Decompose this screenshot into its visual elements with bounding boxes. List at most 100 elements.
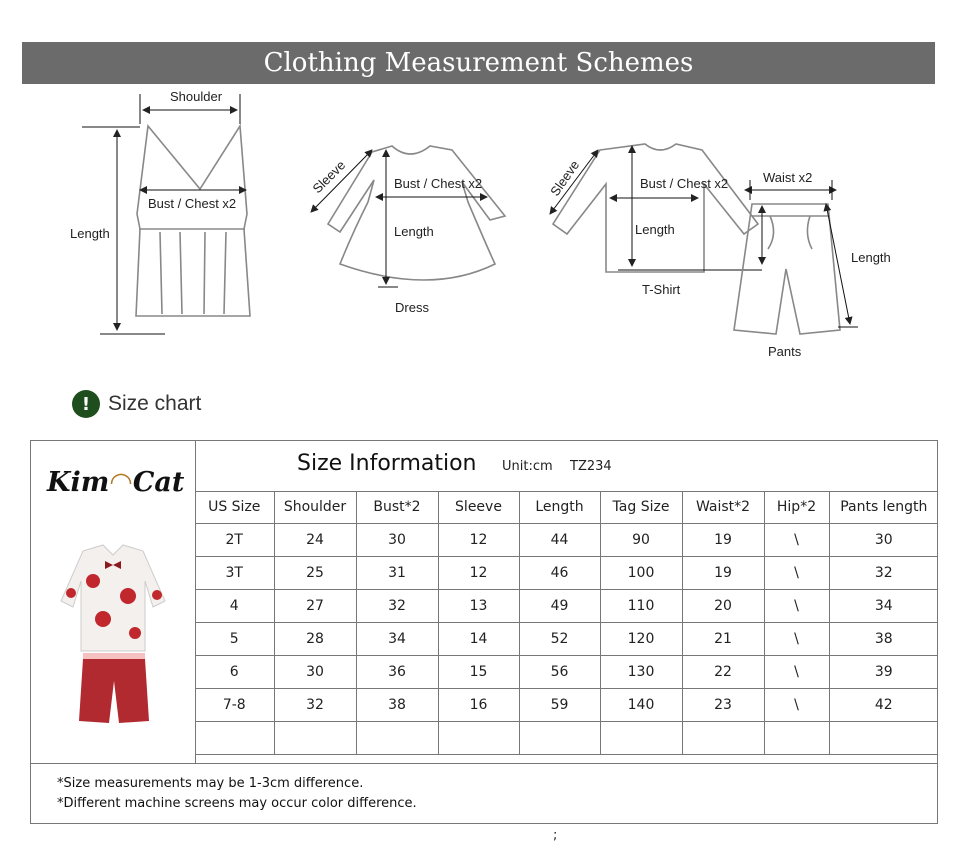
table-cell: 21	[681, 622, 765, 656]
note-line: *Different machine screens may occur col…	[57, 796, 417, 811]
table-cell: 13	[437, 589, 520, 623]
brand-logo: Kim◠Cat	[47, 467, 185, 498]
table-row: 6 30 36 15 56 130 22 \ 39	[195, 655, 938, 689]
label-waist: Waist x2	[763, 170, 812, 185]
table-cell: 4	[195, 589, 275, 623]
table-cell: 19	[681, 523, 765, 557]
tank-top-diagram	[135, 123, 251, 317]
table-cell: 120	[599, 622, 683, 656]
table-cell: 32	[273, 688, 357, 722]
table-row: 5 28 34 14 52 120 21 \ 38	[195, 622, 938, 656]
table-cell: 30	[355, 523, 439, 557]
table-cell: 46	[518, 556, 601, 590]
table-cell	[437, 721, 520, 755]
table-cell: 100	[599, 556, 683, 590]
col-header: Hip*2	[763, 491, 830, 524]
table-cell: 34	[828, 589, 938, 623]
size-info-title: Size Information	[297, 451, 477, 476]
page-banner: Clothing Measurement Schemes	[22, 42, 935, 84]
table-cell: 6	[195, 655, 275, 689]
table-cell	[599, 721, 683, 755]
table-cell	[828, 721, 938, 755]
label-length-dress: Length	[394, 224, 434, 239]
table-cell: 30	[273, 655, 357, 689]
table-cell: 34	[355, 622, 439, 656]
table-cell: \	[763, 589, 830, 623]
table-cell: 49	[518, 589, 601, 623]
label-sleeve-dress: Sleeve	[310, 157, 349, 196]
size-info-unit: Unit:cm	[502, 459, 553, 474]
table-cell: 14	[437, 622, 520, 656]
size-chart-panel: Kim◠Cat Size Information Unit:cm TZ234 U…	[30, 440, 938, 824]
table-cell	[195, 721, 275, 755]
table-cell: 7-8	[195, 688, 275, 722]
table-cell: 5	[195, 622, 275, 656]
label-length-pants: Length	[851, 250, 891, 265]
table-cell	[763, 721, 830, 755]
col-header: Pants length	[828, 491, 938, 524]
table-cell: \	[763, 622, 830, 656]
brand-column: Kim◠Cat	[31, 441, 196, 763]
table-cell: 30	[828, 523, 938, 557]
table-cell: 32	[355, 589, 439, 623]
label-dress: Dress	[395, 300, 429, 315]
table-cell: 130	[599, 655, 683, 689]
notes-section: *Size measurements may be 1-3cm differen…	[31, 763, 937, 824]
table-cell: 19	[681, 556, 765, 590]
table-cell: 2T	[195, 523, 275, 557]
table-cell: 59	[518, 688, 601, 722]
size-table: US Size Shoulder Bust*2 Sleeve Length Ta…	[195, 491, 938, 755]
banner-title: Clothing Measurement Schemes	[263, 48, 694, 78]
note-line: *Size measurements may be 1-3cm differen…	[57, 776, 364, 791]
measurement-diagram-svg: Shoulder Bust / Chest x2 Length Sleeve B…	[70, 89, 891, 359]
table-cell: 12	[437, 523, 520, 557]
table-cell: 24	[273, 523, 357, 557]
table-cell: 20	[681, 589, 765, 623]
col-header: Shoulder	[273, 491, 357, 524]
col-header: Sleeve	[437, 491, 520, 524]
col-header: Tag Size	[599, 491, 683, 524]
footer-mark: ;	[553, 828, 558, 843]
label-length-tshirt: Length	[635, 222, 675, 237]
table-row: 4 27 32 13 49 110 20 \ 34	[195, 589, 938, 623]
table-cell: 12	[437, 556, 520, 590]
col-header: Bust*2	[355, 491, 439, 524]
table-cell: 32	[828, 556, 938, 590]
size-chart-heading: ! Size chart	[72, 390, 201, 418]
table-cell: 36	[355, 655, 439, 689]
col-header: Length	[518, 491, 601, 524]
table-cell: 42	[828, 688, 938, 722]
table-cell	[518, 721, 601, 755]
table-row: 2T 24 30 12 44 90 19 \ 30	[195, 523, 938, 557]
product-image	[60, 544, 166, 723]
table-cell	[681, 721, 765, 755]
dress-diagram	[326, 145, 507, 281]
table-row	[195, 721, 938, 755]
table-cell	[355, 721, 439, 755]
table-cell: 31	[355, 556, 439, 590]
table-cell: 56	[518, 655, 601, 689]
table-row: 3T 25 31 12 46 100 19 \ 32	[195, 556, 938, 590]
table-cell: \	[763, 688, 830, 722]
col-header: Waist*2	[681, 491, 765, 524]
label-bust-tank: Bust / Chest x2	[148, 196, 236, 211]
table-cell: 27	[273, 589, 357, 623]
table-cell	[273, 721, 357, 755]
table-row: 7-8 32 38 16 59 140 23 \ 42	[195, 688, 938, 722]
table-cell: 25	[273, 556, 357, 590]
size-info-header: Size Information Unit:cm TZ234	[195, 441, 937, 492]
table-cell: 38	[355, 688, 439, 722]
label-length-tank: Length	[70, 226, 110, 241]
measurement-diagrams: Shoulder Bust / Chest x2 Length Sleeve B…	[0, 84, 960, 374]
size-chart-label: Size chart	[108, 392, 202, 415]
table-cell: 38	[828, 622, 938, 656]
label-tshirt: T-Shirt	[642, 282, 681, 297]
table-cell: 15	[437, 655, 520, 689]
table-cell: 140	[599, 688, 683, 722]
col-header: US Size	[195, 491, 275, 524]
table-cell: 90	[599, 523, 683, 557]
label-pants: Pants	[768, 344, 802, 359]
table-cell: 3T	[195, 556, 275, 590]
table-cell: 44	[518, 523, 601, 557]
label-bust-tshirt: Bust / Chest x2	[640, 176, 728, 191]
